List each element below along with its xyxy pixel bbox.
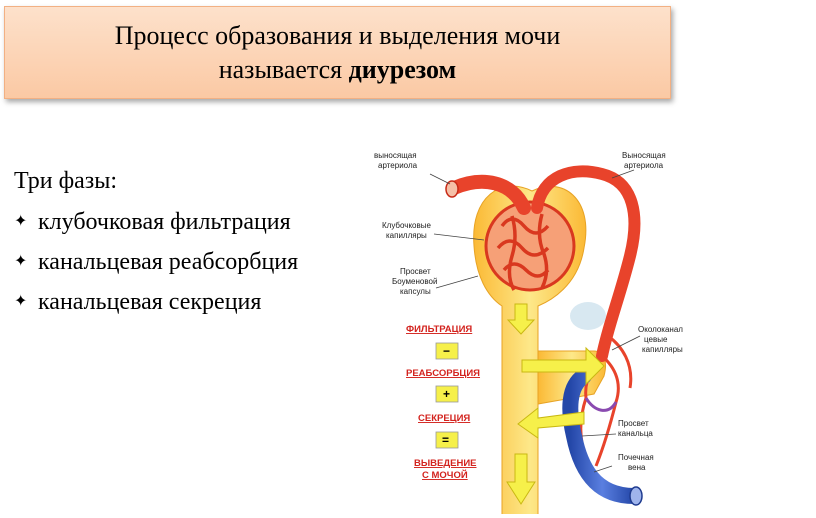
slide-title-line2: называется диурезом — [219, 53, 457, 87]
label-efferent-arteriole: артериола — [624, 161, 664, 170]
reabsorption-arrow — [521, 346, 605, 386]
phase-label-secretion: СЕКРЕЦИЯ — [418, 413, 470, 424]
plus-box — [435, 385, 459, 403]
slide-title-line1: Процесс образования и выделения мочи — [114, 20, 561, 50]
equals-symbol: = — [442, 433, 449, 447]
filtration-arrow — [506, 303, 536, 335]
efferent-arteriole — [531, 165, 641, 362]
label-tubule-lumen: канальца — [618, 429, 653, 438]
label-afferent-arteriole: выносящая — [374, 151, 417, 160]
phase-item-label: клубочковая фильтрация — [38, 209, 291, 235]
label-bowman-lumen: Просвет — [400, 267, 431, 276]
label-peritubular-capillaries: цевые — [644, 335, 668, 344]
label-efferent-arteriole: Выносящая — [622, 151, 666, 160]
phase-label-filtration: ФИЛЬТРАЦИЯ — [406, 324, 472, 335]
label-renal-vein: Почечная — [618, 453, 654, 462]
phases-list: Три фазы: ✦ клубочковая фильтрация ✦ кан… — [14, 166, 298, 322]
label-bowman-lumen: Боуменовой — [392, 277, 437, 286]
label-peritubular-capillaries: капилляры — [642, 345, 683, 354]
label-afferent-arteriole: артериола — [378, 161, 418, 170]
capillary-loops — [496, 213, 550, 291]
phase-item-label: канальцевая реабсорбция — [38, 249, 299, 275]
label-pointers — [429, 169, 641, 473]
excretion-arrow — [506, 453, 536, 505]
phases-heading: Три фазы: — [14, 168, 118, 194]
secretion-arrow — [517, 406, 585, 439]
nephron-illustration: выносящая артериола Выносящая артериола … — [374, 151, 683, 514]
flow-arrows — [506, 303, 605, 505]
four-point-star-icon: ✦ — [14, 253, 28, 270]
phase-item: ✦ канальцевая реабсорбция — [14, 242, 298, 282]
slide-title-bold-term: диурезом — [348, 54, 457, 84]
nephron-diagram: выносящая артериола Выносящая артериола … — [372, 136, 690, 514]
minus-box — [435, 342, 459, 360]
four-point-star-icon: ✦ — [14, 213, 28, 230]
phase-label-reabsorption: РЕАБСОРБЦИЯ — [406, 368, 480, 379]
label-tubule-lumen: Просвет — [618, 419, 649, 428]
label-bowman-lumen: капсулы — [400, 287, 431, 296]
equals-box — [435, 431, 459, 449]
label-renal-vein: вена — [628, 463, 646, 472]
slide-title-box: Процесс образования и выделения мочи наз… — [4, 6, 671, 99]
phase-label-excretion: ВЫВЕДЕНИЕ — [414, 458, 477, 469]
renal-vein — [562, 368, 642, 504]
afferent-arteriole — [447, 174, 531, 215]
phase-label-excretion: С МОЧОЙ — [422, 469, 468, 481]
label-glomerular-capillaries: капилляры — [386, 231, 427, 240]
phase-item: ✦ клубочковая фильтрация — [14, 202, 298, 242]
label-glomerular-capillaries: Клубочковые — [382, 221, 431, 230]
four-point-star-icon: ✦ — [14, 293, 28, 310]
minus-symbol: − — [443, 344, 450, 358]
phase-item-label: канальцевая секреция — [38, 289, 262, 315]
label-peritubular-capillaries: Околоканал — [638, 325, 683, 334]
slide-title-prefix: называется — [218, 54, 349, 84]
plus-symbol: + — [443, 387, 450, 401]
phase-item: ✦ канальцевая секреция — [14, 282, 298, 322]
